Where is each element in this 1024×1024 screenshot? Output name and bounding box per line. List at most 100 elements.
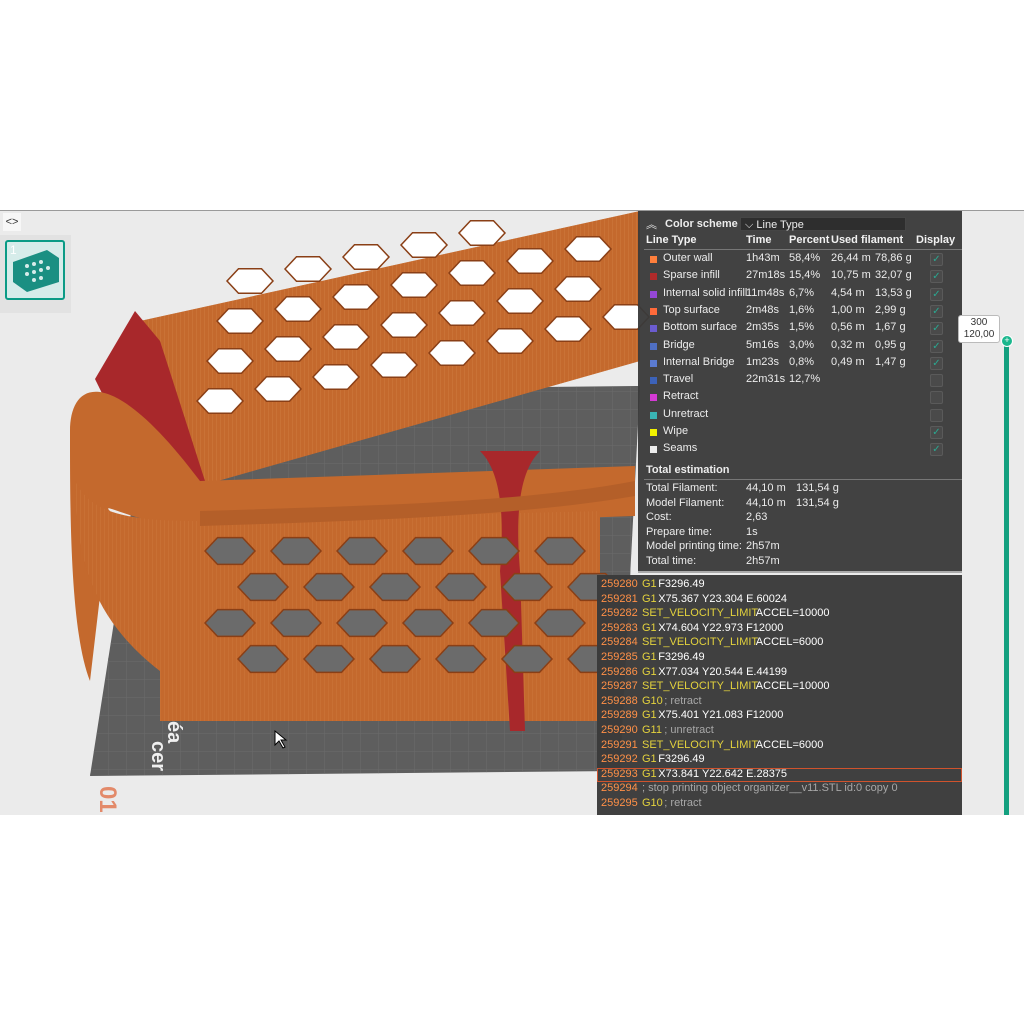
display-checkbox[interactable]: ✓ [930,304,943,318]
legend-row-time: 1h43m [746,252,780,264]
gcode-line-number: 259282 [601,607,638,620]
estimation-label: Total Filament: [646,482,718,494]
legend-row-name: Retract [663,390,699,403]
legend-row-weight: 78,86 g [875,252,912,264]
legend-row-name: Wipe [663,425,689,437]
color-swatch [650,290,657,298]
gcode-line[interactable]: 259294; stop printing object organizer__… [597,782,962,796]
estimation-value: 44,10 m [746,496,786,509]
display-checkbox[interactable]: ✓ [930,270,943,284]
legend-row-weight: 1,47 g [875,355,906,368]
color-swatch [650,446,657,454]
color-scheme-row[interactable]: ︽ Color scheme [646,216,738,232]
legend-row: Retract [638,389,962,406]
legend-row-percent: 1,6% [789,303,815,316]
display-checkbox[interactable]: ✓ [930,426,943,439]
hex-cutout [500,572,554,602]
gcode-arguments: X77.034 Y20.544 E.44199 [658,665,788,678]
color-scheme-dropdown[interactable]: ⌵ Line Type [740,217,906,231]
hex-cutout [467,608,521,638]
estimation-value: 44,10 m [746,482,786,494]
legend-row-time: 1m23s [746,355,780,368]
hex-cutout [302,644,356,674]
legend-row-weight: 2,99 g [875,303,906,316]
hex-cutout [273,295,323,323]
model-preview-render[interactable]: cer éa 01 [0,211,1024,815]
display-checkbox[interactable]: ✓ [930,253,943,266]
legend-row-percent: 3,0% [789,338,815,351]
gcode-arguments: F3296.49 [658,753,705,766]
color-swatch [650,273,657,281]
top-layer-number: 300 [970,317,988,328]
legend-row-name: Top surface [663,303,720,316]
hex-cutout [335,536,389,566]
display-checkbox[interactable]: ✓ [930,356,943,370]
gcode-command: SET_VELOCITY_LIMIT [642,636,759,649]
gcode-line-number: 259281 [601,592,638,605]
legend-row-time: 11m48s [746,286,785,299]
legend-row-weight: 32,07 g [875,269,912,282]
gcode-command: G1 [642,578,657,590]
header-display: Display [916,234,956,246]
header-percent: Percent [789,234,830,246]
display-checkbox[interactable] [930,408,943,422]
gcode-command: G1 [642,665,657,678]
display-checkbox[interactable]: ✓ [930,322,943,336]
display-checkbox[interactable] [930,391,943,405]
estimation-value: 2h57m [746,554,780,567]
layer-slider-track[interactable] [1004,341,1009,815]
hex-cutout [236,572,290,602]
legend-row-length: 0,49 m [831,355,865,368]
hex-cutout [533,608,587,638]
gcode-arguments: X74.604 Y22.973 F12000 [658,621,784,634]
gcode-line-number: 259292 [601,753,638,766]
collapse-sidebar-icon[interactable]: <> [3,213,21,231]
collapse-up-icon[interactable]: ︽ [646,219,657,231]
hex-cutout [368,572,422,602]
gcode-line-number: 259287 [601,680,638,693]
bed-brand-text: cer [147,741,169,771]
color-swatch [650,256,657,263]
display-checkbox[interactable]: ✓ [930,287,943,301]
gcode-arguments: ACCEL=10000 [755,680,830,693]
color-swatch [650,342,657,350]
layer-slider[interactable]: + [1000,311,1020,815]
color-swatch [650,394,657,402]
display-checkbox[interactable] [930,374,943,388]
gcode-command: SET_VELOCITY_LIMIT [642,607,759,620]
hex-cutout [485,327,535,355]
gcode-command: G10 [642,694,663,707]
plate-index: 1 [10,243,17,257]
gcode-arguments: X73.841 Y22.642 E.28375 [658,767,788,780]
3d-preview-viewport[interactable]: cer éa 01 [0,211,1024,815]
layer-slider-label: 300 120,00 [958,315,1000,343]
header-line-type: Line Type [646,234,697,246]
gcode-line-number: 259290 [601,724,638,736]
plate-thumbnail[interactable]: 1 [5,240,65,300]
hex-cutout [427,339,477,367]
hex-cutout [302,572,356,602]
display-checkbox[interactable]: ✓ [930,339,943,353]
display-checkbox[interactable]: ✓ [930,443,943,457]
gcode-comment: ; stop printing object organizer__v11.ST… [642,782,898,795]
layer-slider-handle[interactable]: + [1001,335,1013,347]
legend-row-time: 5m16s [746,338,780,351]
